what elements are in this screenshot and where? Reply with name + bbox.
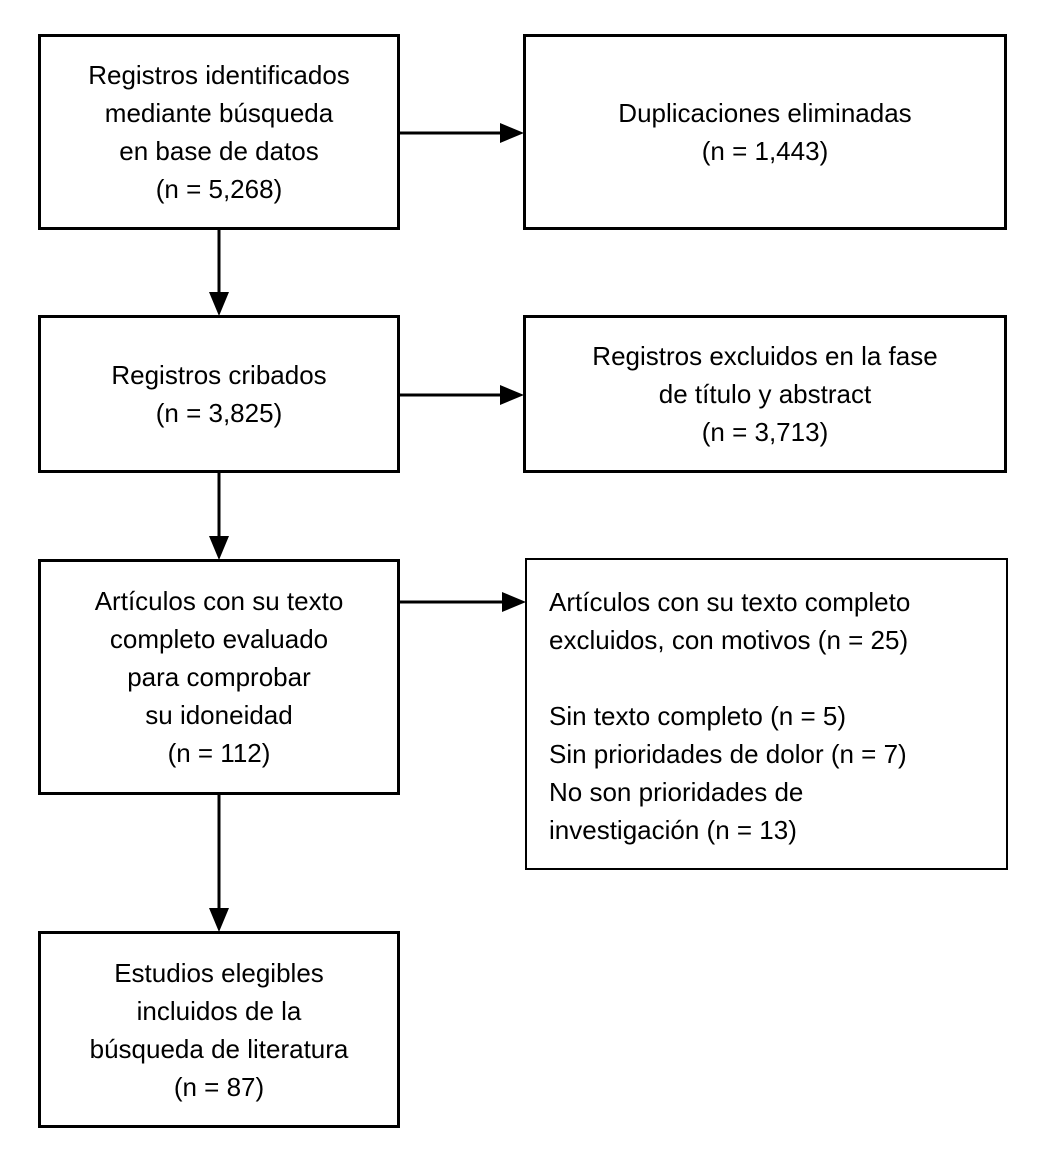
flow-box-records-identified: Registros identificados mediante búsqued…	[38, 34, 400, 230]
arrow-screened-to-excluded-title	[400, 385, 524, 405]
text-line: investigación (n = 13)	[549, 815, 797, 845]
arrow-screened-to-fulltext	[209, 473, 229, 560]
flow-box-studies-included: Estudios elegibles incluidos de la búsqu…	[38, 931, 400, 1128]
text-line: (n = 5,268)	[155, 174, 283, 204]
arrow-fulltext-to-fulltext-excluded	[400, 592, 526, 612]
text-line: búsqueda de literatura	[89, 1033, 349, 1064]
arrow-identified-to-screened	[209, 230, 229, 316]
flow-box-records-screened: Registros cribados (n = 3,825)	[38, 315, 400, 473]
text-line: Sin prioridades de dolor (n = 7)	[549, 739, 907, 769]
flow-box-fulltext-excluded: Artículos con su texto completo excluido…	[525, 558, 1008, 870]
text-line: No son prioridades de	[549, 777, 804, 807]
text-line: (n = 3,713)	[701, 417, 829, 447]
flow-box-excluded-title-abstract: Registros excluidos en la fase de título…	[523, 315, 1007, 473]
text-line: (n = 3,825)	[155, 398, 283, 428]
arrow-identified-to-duplicates	[400, 123, 524, 143]
text-line: completo evaluado	[109, 624, 329, 654]
text-line: Artículos con su texto completo	[549, 587, 911, 617]
text-line: Artículos con su texto	[94, 586, 344, 616]
text-line: (n = 1,443)	[701, 136, 829, 166]
text-line: su idoneidad	[145, 700, 293, 730]
arrow-fulltext-to-included	[209, 795, 229, 932]
text-line: en base de datos	[119, 136, 319, 166]
text-line: para comprobar	[127, 662, 311, 692]
text-line: Registros identificados	[88, 60, 350, 90]
text-line: Duplicaciones eliminadas	[618, 98, 912, 128]
text-line: Sin texto completo (n = 5)	[549, 701, 846, 731]
text-line: (n = 112)	[167, 738, 271, 768]
flow-box-duplicates-removed: Duplicaciones eliminadas (n = 1,443)	[523, 34, 1007, 230]
text-line: Estudios elegibles	[114, 957, 324, 988]
text-line: Registros cribados	[111, 360, 327, 390]
text-line: excluidos, con motivos (n = 25)	[549, 625, 909, 655]
text-line: (n = 87)	[173, 1071, 265, 1102]
text-line: de título y abstract	[658, 379, 872, 409]
flow-box-fulltext-assessed: Artículos con su texto completo evaluado…	[38, 559, 400, 795]
text-line: incluidos de la	[136, 995, 302, 1026]
text-line: mediante búsqueda	[104, 98, 334, 128]
text-line: Registros excluidos en la fase	[592, 341, 938, 371]
